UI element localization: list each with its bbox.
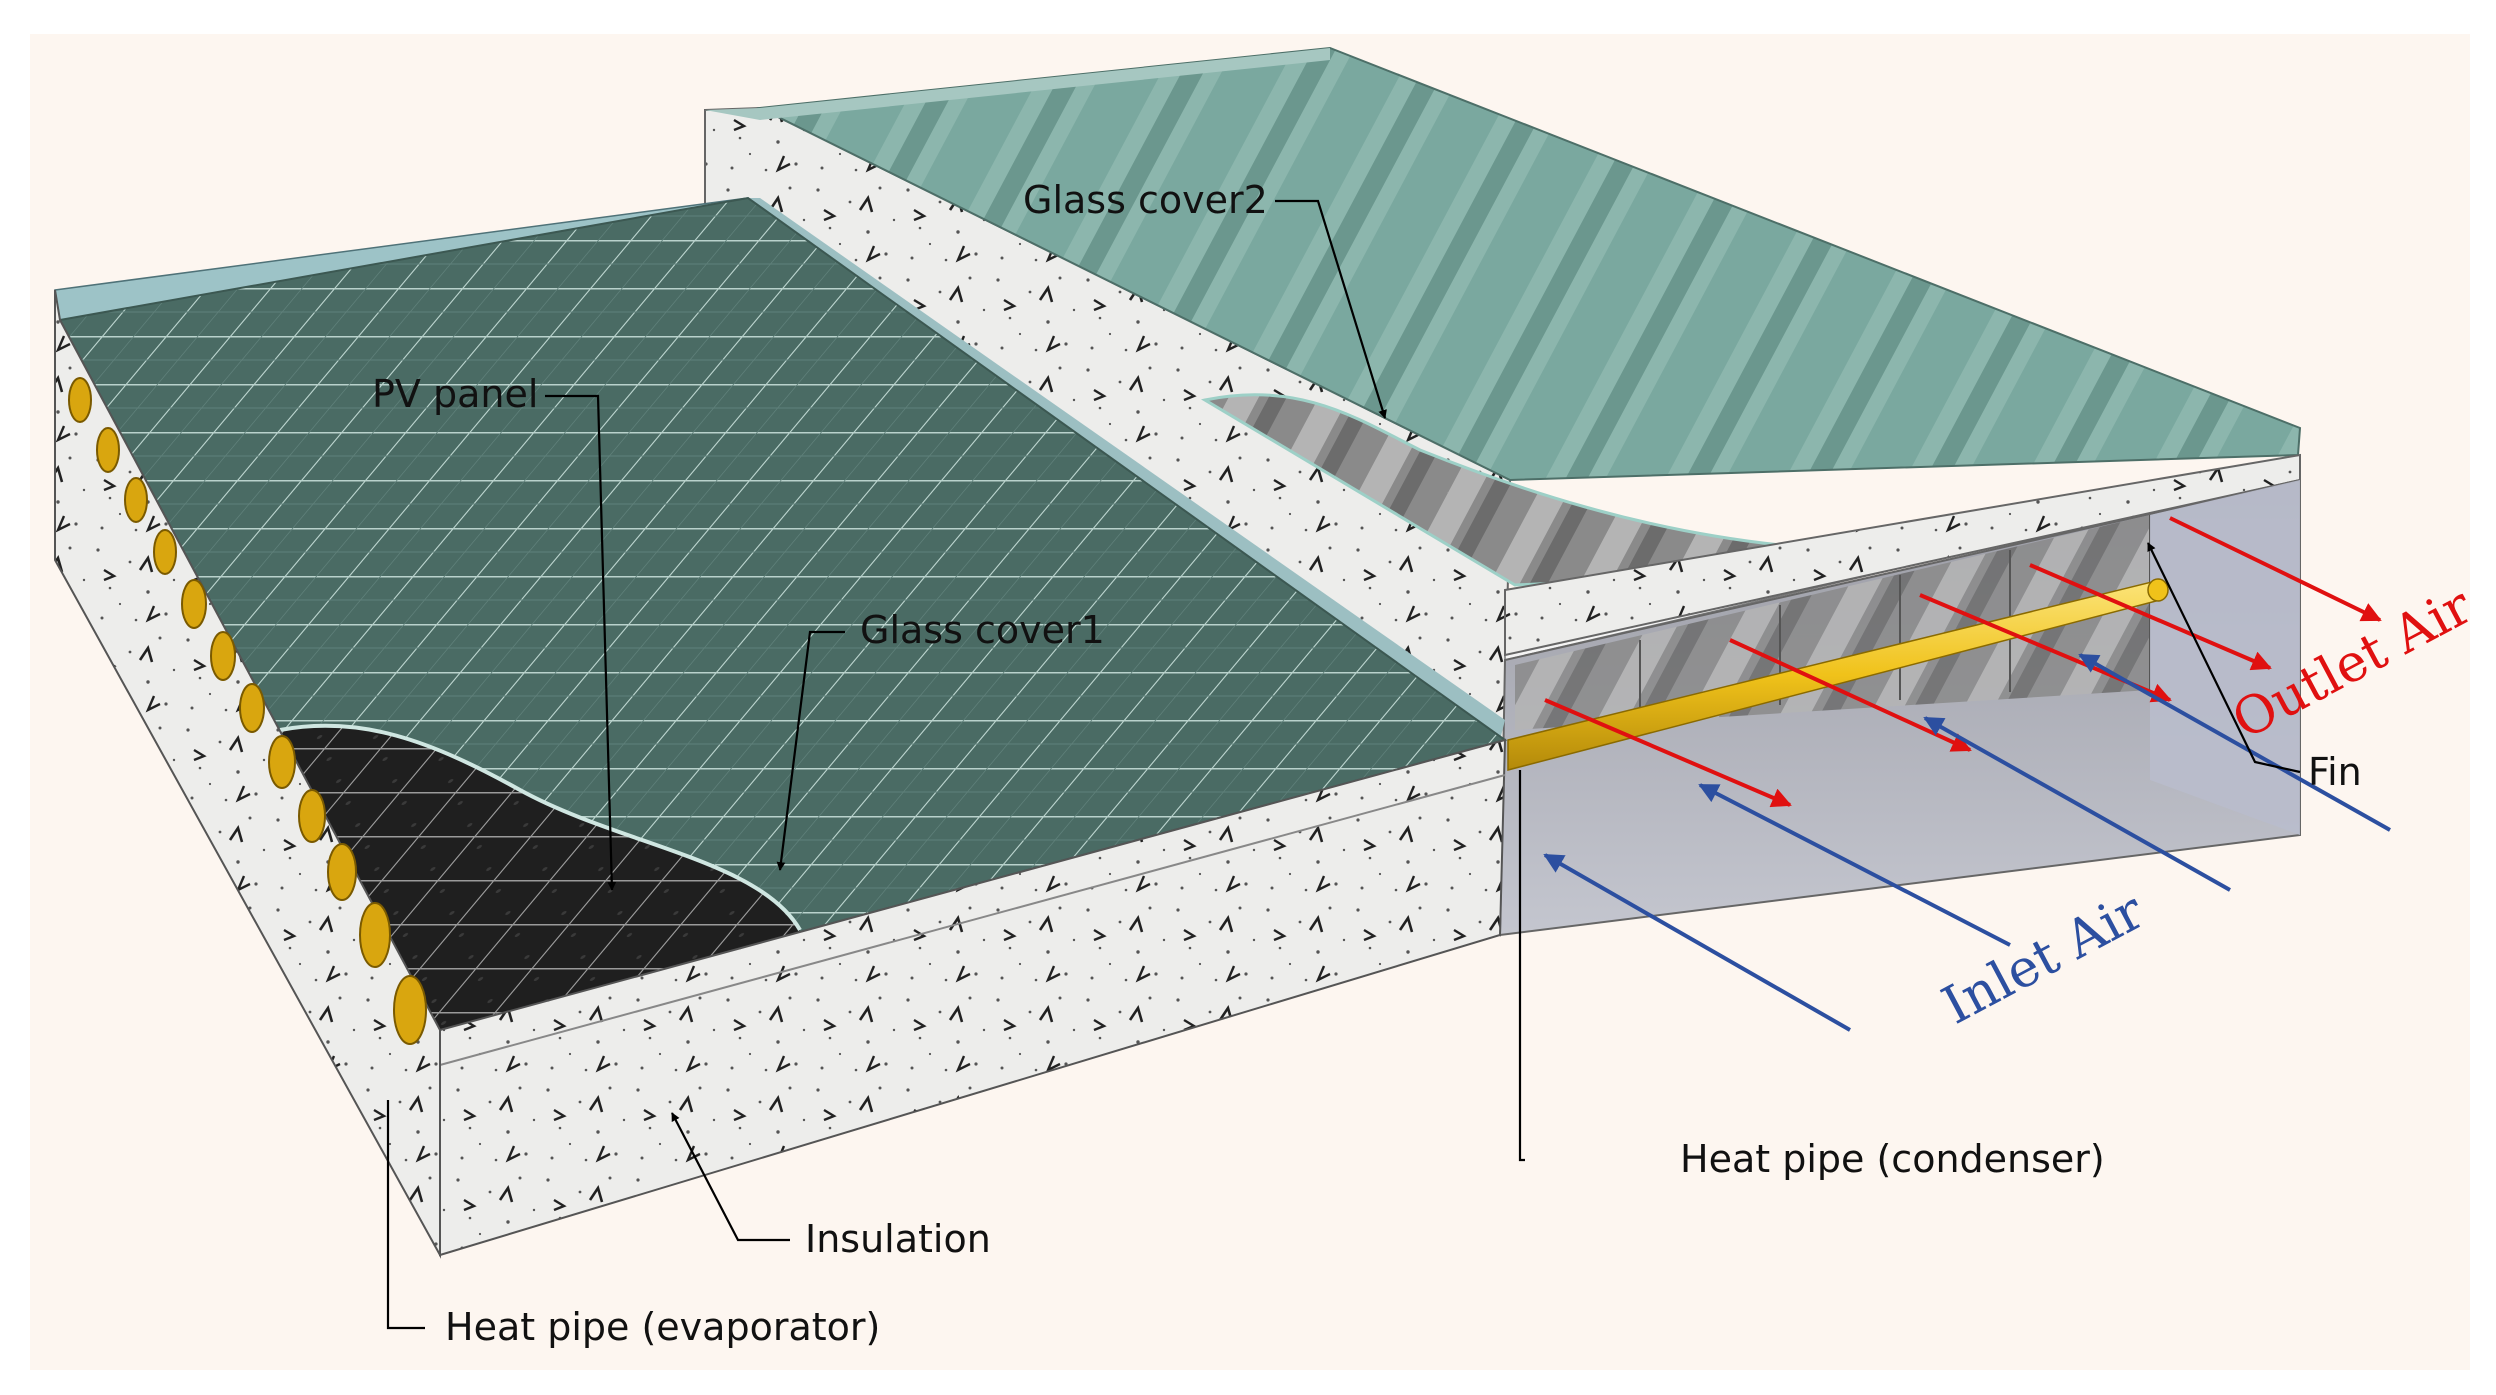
label-insulation: Insulation [805,1217,991,1261]
pv-cells-exposed [280,725,800,1030]
leader-lines [386,199,2301,1330]
label-glass-cover1: Glass cover1 [860,608,1105,652]
inlet-air-arrows [1543,653,2391,1032]
left-module [54,196,1508,1259]
evaporator-pipe-ends [68,377,427,1045]
heat-pipe-condenser-tip [2147,578,2169,602]
glass-cover2-edge [705,48,1330,120]
label-glass-cover2: Glass cover2 [1023,178,1268,222]
label-fin: Fin [2308,750,2362,794]
label-heat-pipe-evaporator: Heat pipe (evaporator) [445,1305,880,1349]
label-pv-panel: PV panel [372,372,538,416]
fins [1515,515,2150,730]
front-insulation-layer-line [439,774,1506,1066]
duct-end-panel [2150,480,2300,835]
glass-cover1-cutline [279,723,802,931]
left-side-face [54,289,441,1259]
absorber-cutaway [1200,393,1836,587]
label-heat-pipe-condenser: Heat pipe (condenser) [1680,1137,2105,1181]
